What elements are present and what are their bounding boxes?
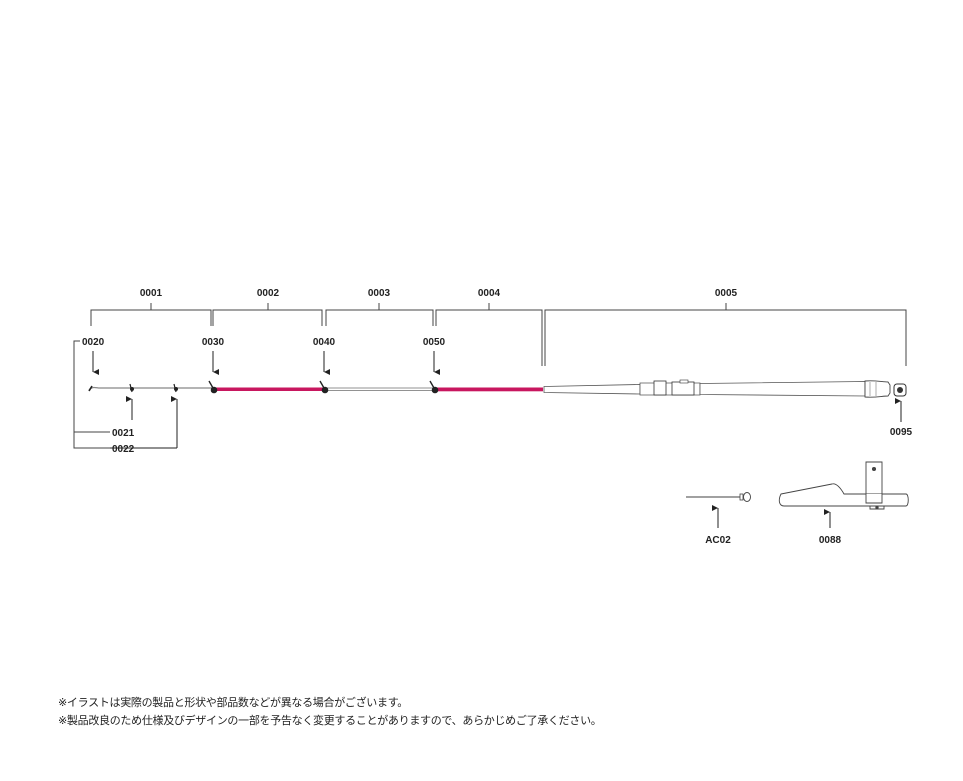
disclaimer-illustration: ※イラストは実際の製品と形状や部品数などが異なる場合がございます。 <box>58 696 408 709</box>
rod-section-0002 <box>213 387 323 391</box>
accessory-0088 <box>778 461 909 510</box>
leader-0020 <box>73 340 110 433</box>
guide-0030 <box>208 380 218 394</box>
part-label-0030: 0030 <box>202 337 225 348</box>
part-label-0040: 0040 <box>313 337 336 348</box>
section-label-0003: 0003 <box>368 288 391 299</box>
guide-0040 <box>319 380 329 394</box>
rod-butt <box>543 384 641 395</box>
part-label-0095: 0095 <box>890 427 913 438</box>
rod-section-0003 <box>323 387 435 391</box>
grip <box>864 380 891 398</box>
rod-section-0004 <box>435 387 543 392</box>
section-label-0004: 0004 <box>478 288 501 299</box>
rod-tip <box>88 386 213 391</box>
leader-0022 <box>73 432 110 449</box>
section-label-0001: 0001 <box>140 288 163 299</box>
part-label-ac02: AC02 <box>705 535 731 546</box>
rod <box>88 379 907 398</box>
guide-0021 <box>129 383 134 393</box>
guides <box>129 380 439 394</box>
part-label-0022: 0022 <box>112 444 135 455</box>
butt-cap-0095 <box>893 383 907 397</box>
part-label-0088: 0088 <box>819 535 842 546</box>
guide-0022 <box>173 383 178 393</box>
reel-seat <box>653 380 667 396</box>
section-brackets <box>90 303 907 366</box>
part-label-0021: 0021 <box>112 428 135 439</box>
disclaimer-specification: ※製品改良のため仕様及びデザインの一部を予告なく変更することがありますので、あら… <box>58 714 602 727</box>
part-label-0050: 0050 <box>423 337 446 348</box>
part-label-0020: 0020 <box>82 337 105 348</box>
guide-arrows-lower <box>110 396 178 449</box>
section-label-0005: 0005 <box>715 288 738 299</box>
guide-0050 <box>429 380 439 394</box>
section-label-0002: 0002 <box>257 288 280 299</box>
guide-arrows <box>92 351 440 375</box>
rod-top-guide <box>88 385 93 392</box>
accessory-ac02 <box>686 492 751 502</box>
